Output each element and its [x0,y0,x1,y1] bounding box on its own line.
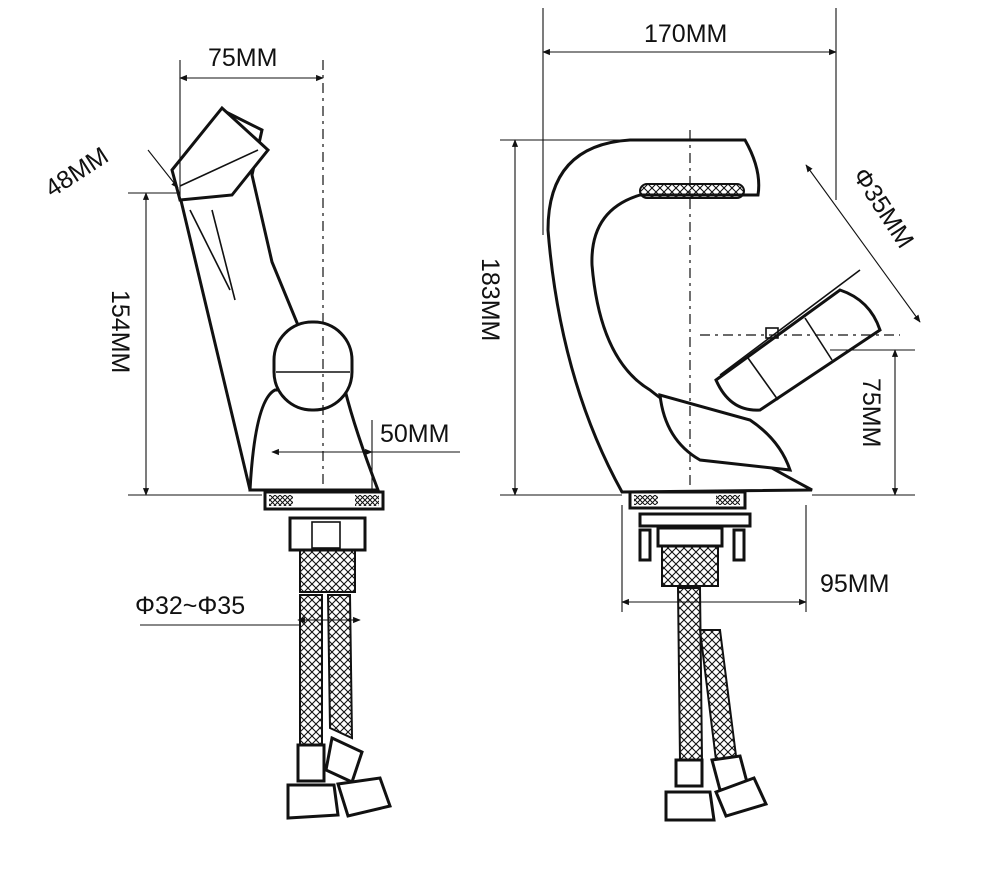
label-side-top-width: 75MM [208,44,277,72]
side-handle [272,320,354,412]
label-front-handle-height: 75MM [857,378,885,447]
label-front-height: 183MM [476,258,504,341]
label-front-handle-diameter: Φ35MM [847,163,919,253]
label-front-base: 95MM [820,570,889,598]
side-view: 75MM 48MM 154MM 50MM Φ32~Φ35 [40,44,460,820]
label-side-hole: Φ32~Φ35 [135,592,245,620]
front-view: 170MM 183MM Φ35MM 75MM 95MM [476,8,921,822]
label-front-width: 170MM [644,20,727,48]
front-hose-right [698,629,738,762]
front-hose-left [676,587,704,761]
side-hose-left [299,594,323,746]
label-side-handle: 50MM [380,420,449,448]
side-hose-right [326,594,354,740]
label-side-spout-diameter: 48MM [40,142,114,203]
front-spout [546,138,813,494]
label-side-height: 154MM [106,290,134,373]
